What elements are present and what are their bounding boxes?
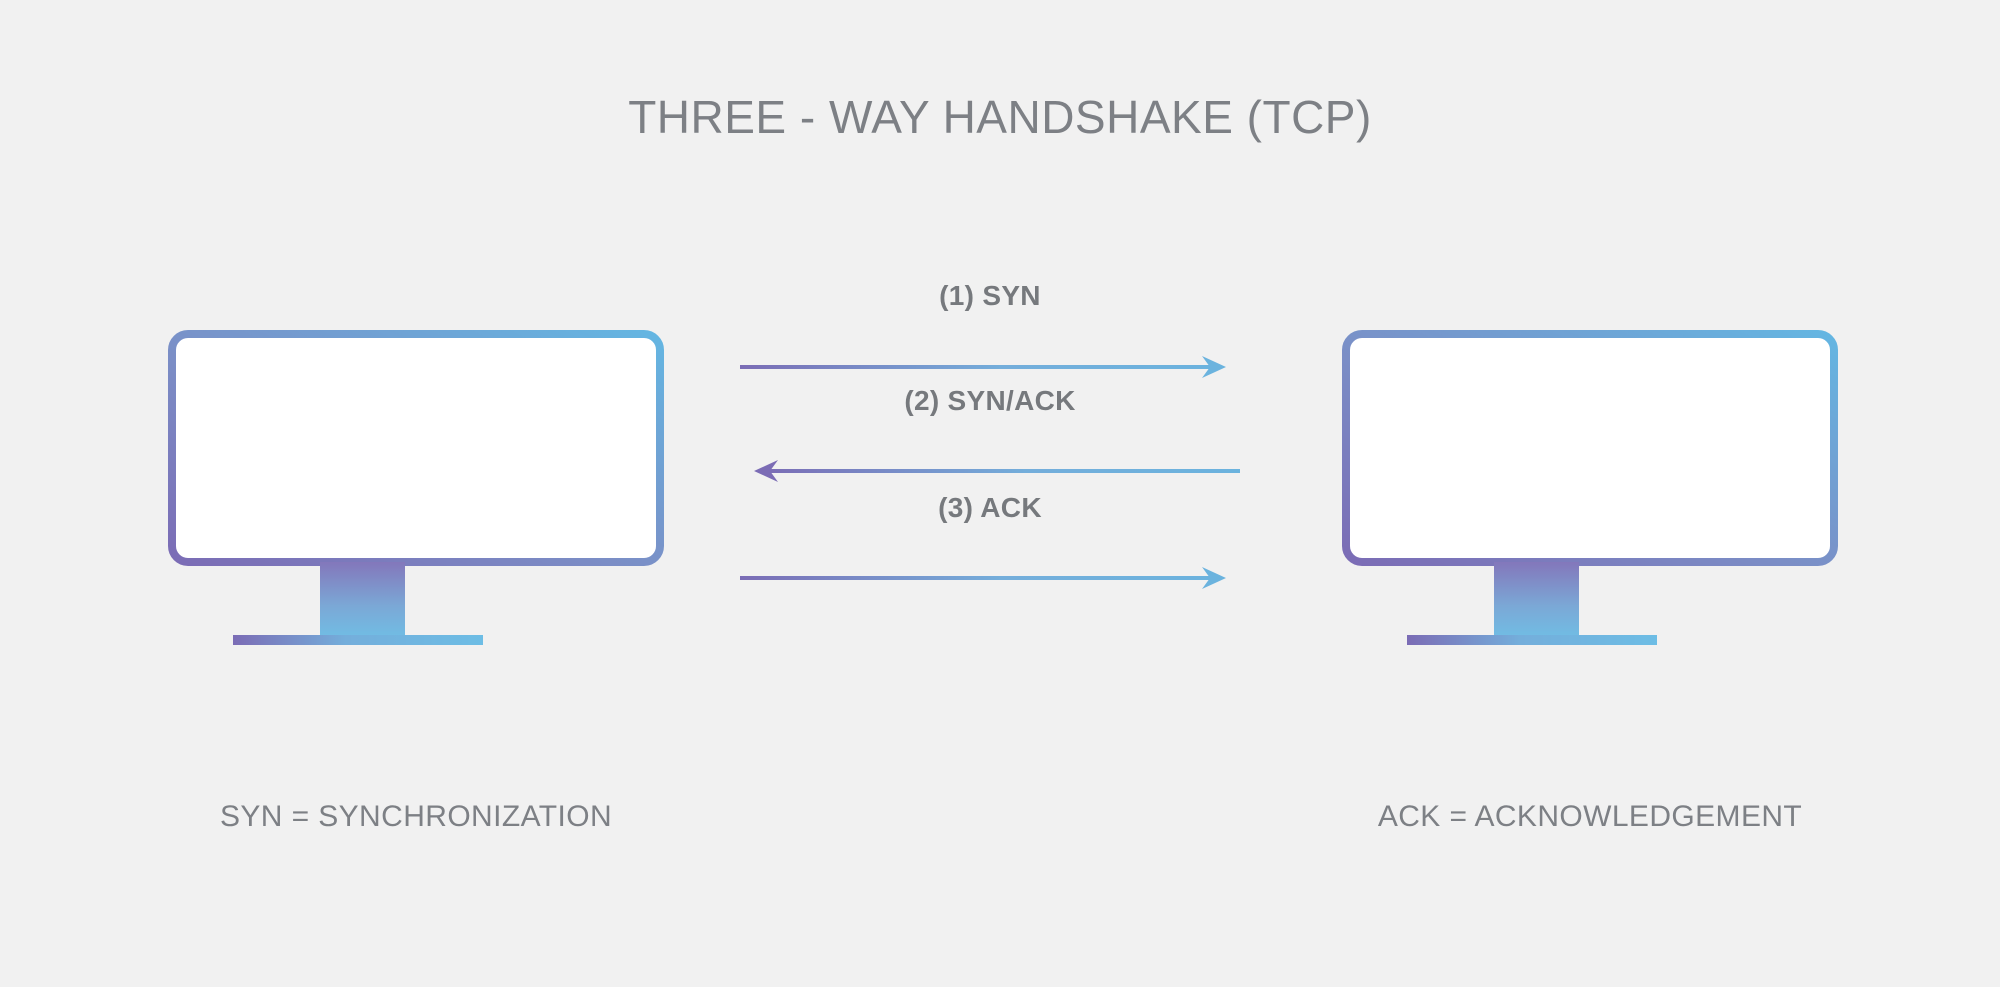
handshake-step-2-label: (2) SYN/ACK — [904, 385, 1076, 416]
monitor-client — [168, 330, 664, 730]
monitor-screen-frame — [168, 330, 664, 566]
arrow-left-icon — [754, 460, 1240, 482]
caption-client: SYN = SYNCHRONIZATION — [219, 800, 613, 833]
arrow-right-icon — [740, 356, 1226, 378]
handshake-step-3-label: (3) ACK — [938, 492, 1042, 523]
arrow-right-icon — [740, 567, 1226, 589]
monitor-stand-neck — [1494, 562, 1579, 642]
handshake-message-list: (1) SYN (2) SYN/ACK — [740, 280, 1240, 600]
page-title: THREE - WAY HANDSHAKE (TCP) — [628, 91, 1372, 143]
monitor-icon — [1342, 330, 1838, 645]
monitor-server — [1342, 330, 1838, 730]
monitor-stand-neck — [320, 562, 405, 642]
monitor-stand-base — [1407, 635, 1657, 645]
caption-server: ACK = ACKNOWLEDGEMENT — [1377, 800, 1803, 833]
monitor-stand-base — [233, 635, 483, 645]
monitor-screen-frame — [1342, 330, 1838, 566]
handshake-step-1-label: (1) SYN — [939, 280, 1041, 311]
monitor-icon — [168, 330, 664, 645]
